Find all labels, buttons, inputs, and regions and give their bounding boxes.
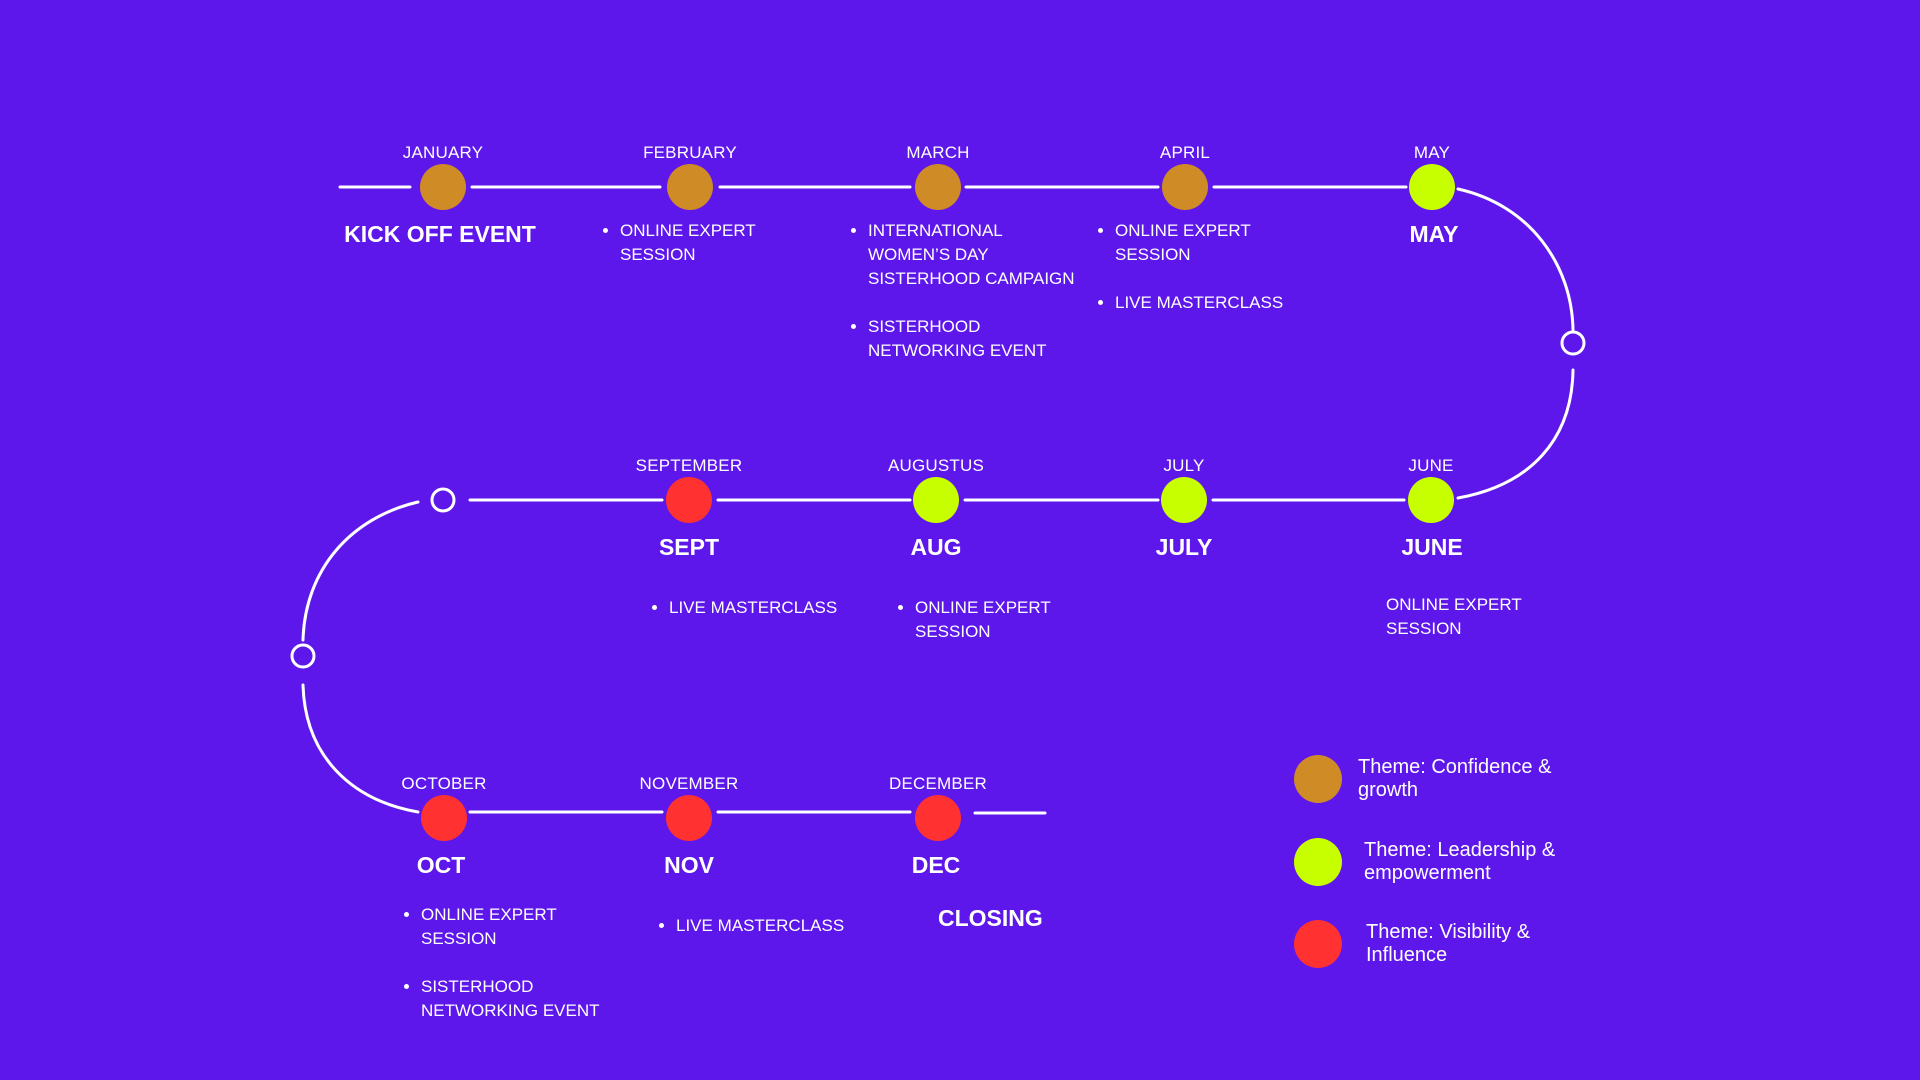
timeline-curve-left bbox=[301, 683, 420, 814]
legend-item-confidence: Theme: Confidence & growth bbox=[1294, 755, 1588, 803]
milestone-title-november: NOV bbox=[664, 852, 714, 878]
event-list-september: LIVE MASTERCLASS bbox=[651, 596, 881, 644]
milestone-title-june: JUNE bbox=[1401, 534, 1463, 560]
event-list-april: ONLINE EXPERT SESSION LIVE MASTERCLASS bbox=[1097, 219, 1327, 339]
month-label-april: APRIL bbox=[1159, 143, 1211, 162]
closing-label: CLOSING bbox=[938, 905, 1043, 931]
legend-item-leadership: Theme: Leadership & empowerment bbox=[1294, 838, 1594, 886]
timeline-node-ring bbox=[290, 643, 316, 669]
event-item: ONLINE EXPERT SESSION bbox=[1115, 219, 1327, 267]
event-list-february: ONLINE EXPERT SESSION bbox=[602, 219, 832, 291]
month-label-november: NOVEMBER bbox=[639, 774, 739, 793]
event-item: LIVE MASTERCLASS bbox=[676, 914, 888, 938]
milestone-title-september: SEPT bbox=[658, 534, 720, 560]
timeline-curve-right bbox=[1456, 368, 1575, 500]
month-label-july: JULY bbox=[1163, 456, 1205, 475]
event-item: ONLINE EXPERT SESSION bbox=[915, 596, 1127, 644]
milestone-dot-july bbox=[1161, 477, 1207, 523]
milestone-title-january: KICK OFF EVENT bbox=[344, 221, 536, 247]
timeline-curve-left bbox=[301, 500, 420, 642]
month-label-september: SEPTEMBER bbox=[635, 456, 743, 475]
month-label-june: JUNE bbox=[1408, 456, 1454, 475]
milestone-dot-february bbox=[667, 164, 713, 210]
month-label-january: JANUARY bbox=[402, 143, 484, 162]
event-item: ONLINE EXPERT SESSION bbox=[421, 903, 633, 951]
event-list-august: ONLINE EXPERT SESSION bbox=[897, 596, 1127, 668]
month-label-august: AUGUSTUS bbox=[887, 456, 985, 475]
month-label-may: MAY bbox=[1413, 143, 1451, 162]
event-item: LIVE MASTERCLASS bbox=[669, 596, 881, 620]
milestone-title-december: DEC bbox=[911, 852, 961, 878]
milestone-dot-december bbox=[915, 795, 961, 841]
month-label-december: DECEMBER bbox=[889, 774, 987, 793]
event-item: SISTERHOOD NETWORKING EVENT bbox=[421, 975, 633, 1023]
milestone-dot-march bbox=[915, 164, 961, 210]
milestone-dot-august bbox=[913, 477, 959, 523]
milestone-title-july: JULY bbox=[1155, 534, 1213, 560]
event-note-june: ONLINE EXPERT SESSION bbox=[1386, 595, 1522, 638]
month-label-october: OCTOBER bbox=[401, 774, 487, 793]
event-item: INTERNATIONAL WOMEN’S DAY SISTERHOOD CAM… bbox=[868, 219, 1080, 291]
timeline-node-ring bbox=[430, 487, 456, 513]
event-list-march: INTERNATIONAL WOMEN’S DAY SISTERHOOD CAM… bbox=[850, 219, 1080, 387]
milestone-title-august: AUG bbox=[910, 534, 962, 560]
event-list-november: LIVE MASTERCLASS bbox=[658, 914, 888, 962]
month-label-february: FEBRUARY bbox=[643, 143, 737, 162]
milestone-title-may: MAY bbox=[1409, 221, 1459, 247]
event-item: SISTERHOOD NETWORKING EVENT bbox=[868, 315, 1080, 363]
timeline-curve-right bbox=[1456, 187, 1575, 332]
event-list-october: ONLINE EXPERT SESSION SISTERHOOD NETWORKI… bbox=[403, 903, 633, 1047]
legend-item-visibility: Theme: Visibility & Influence bbox=[1294, 920, 1596, 968]
timeline-node-ring bbox=[1560, 330, 1586, 356]
event-item: LIVE MASTERCLASS bbox=[1115, 291, 1327, 315]
legend-label: Theme: Confidence & growth bbox=[1358, 756, 1552, 801]
milestone-dot-october bbox=[421, 795, 467, 841]
legend-swatch bbox=[1294, 838, 1342, 886]
milestone-dot-january bbox=[420, 164, 466, 210]
month-label-march: MARCH bbox=[906, 143, 970, 162]
milestone-dot-june bbox=[1408, 477, 1454, 523]
milestone-dot-september bbox=[666, 477, 712, 523]
legend-label: Theme: Leadership & empowerment bbox=[1364, 839, 1556, 884]
legend-label: Theme: Visibility & Influence bbox=[1366, 921, 1531, 966]
legend-swatch bbox=[1294, 755, 1342, 803]
legend-swatch bbox=[1294, 920, 1342, 968]
event-item: ONLINE EXPERT SESSION bbox=[620, 219, 832, 267]
milestone-dot-may bbox=[1409, 164, 1455, 210]
milestone-dot-november bbox=[666, 795, 712, 841]
milestone-title-october: OCT bbox=[416, 852, 466, 878]
milestone-dot-april bbox=[1162, 164, 1208, 210]
